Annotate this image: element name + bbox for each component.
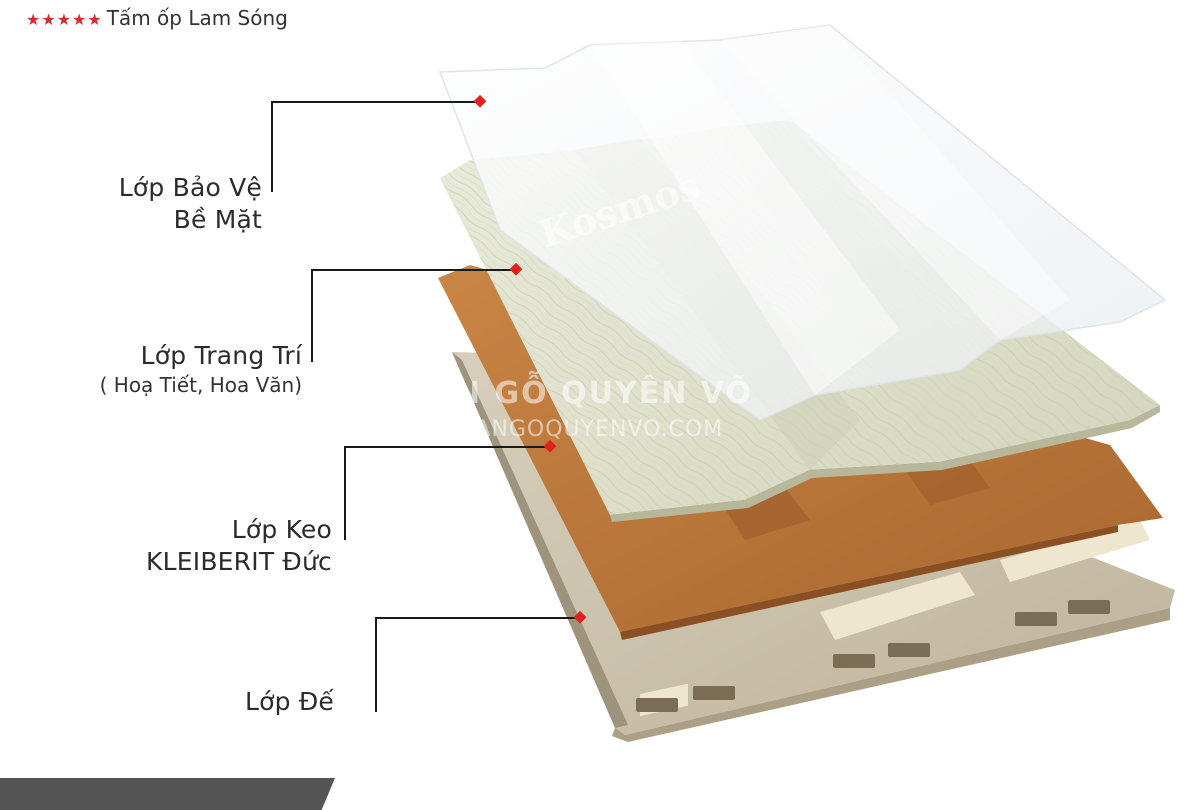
leader-lines (271, 101, 580, 712)
header: ★★★★★Tấm ốp Lam Sóng (26, 6, 288, 30)
label-decorative-line1: Lớp Trang Trí (140, 341, 302, 370)
label-base: Lớp Đế (245, 686, 334, 718)
label-protective: Lớp Bảo Vệ Bề Mặt (119, 172, 262, 236)
leader-line-decorative (311, 269, 516, 362)
marker-protective (473, 94, 487, 108)
leader-line-protective (271, 101, 480, 192)
rating-stars: ★★★★★ (26, 10, 103, 29)
url-watermark: SANGOQUYENVO.COM (460, 417, 723, 442)
label-base-line1: Lớp Đế (245, 687, 334, 716)
header-title: Tấm ốp Lam Sóng (106, 6, 288, 30)
label-protective-line2: Bề Mặt (173, 205, 262, 234)
label-adhesive: Lớp Keo KLEIBERIT Đức (146, 514, 332, 578)
protective-layer (438, 24, 1167, 421)
label-adhesive-line2: KLEIBERIT Đức (146, 547, 332, 576)
label-adhesive-line1: Lớp Keo (231, 515, 332, 544)
footer-bar (0, 778, 335, 810)
label-decorative: Lớp Trang Trí ( Hoạ Tiết, Hoa Văn) (100, 340, 302, 398)
leader-line-base (375, 617, 580, 712)
leader-line-adhesive (344, 446, 550, 540)
shop-watermark: N GỖ QUYÊN VÕ (455, 370, 753, 411)
label-protective-line1: Lớp Bảo Vệ (118, 173, 262, 202)
label-decorative-line2: ( Hoạ Tiết, Hoa Văn) (99, 373, 302, 397)
marker-base (573, 610, 587, 624)
